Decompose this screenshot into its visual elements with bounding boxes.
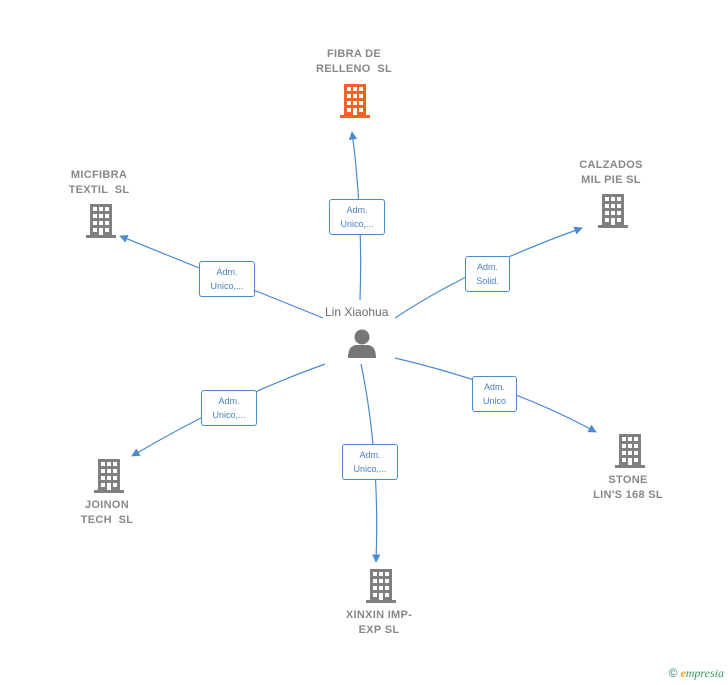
building-icon-joinon[interactable] bbox=[94, 459, 124, 493]
edge-role-line1: Adm. bbox=[218, 396, 240, 406]
company-label-stone[interactable]: STONE LIN'S 168 SL bbox=[593, 474, 663, 501]
edge-role-line1: Adm. bbox=[359, 450, 381, 460]
edge-role-xinxin[interactable]: Adm. Unico,... bbox=[342, 444, 398, 480]
edge-role-line1: Adm. bbox=[483, 382, 505, 392]
brand-footer[interactable]: © empresia bbox=[669, 666, 724, 681]
building-icon-xinxin[interactable] bbox=[366, 569, 396, 603]
company-label-joinon[interactable]: JOINON TECH SL bbox=[80, 499, 134, 526]
edge-role-line2: Unico bbox=[482, 396, 506, 406]
company-label-micfibra[interactable]: MICFIBRA TEXTIL SL bbox=[68, 169, 130, 196]
company-label-calzados[interactable]: CALZADOS MIL PIE SL bbox=[579, 159, 643, 186]
edge-role-micfibra[interactable]: Adm. Unico,... bbox=[199, 261, 255, 297]
edge-role-calzados[interactable]: Adm. Solid. bbox=[465, 256, 510, 292]
edge-role-line2: Unico,... bbox=[210, 281, 244, 291]
edge-role-joinon[interactable]: Adm. Unico,... bbox=[201, 390, 257, 426]
building-icon-calzados[interactable] bbox=[598, 194, 628, 228]
building-icon-micfibra[interactable] bbox=[86, 204, 116, 238]
edge-role-line1: Adm. bbox=[476, 262, 498, 272]
brand-logo-text: mpresia bbox=[685, 666, 724, 680]
center-person-name[interactable]: Lin Xiaohua bbox=[325, 305, 389, 319]
edge-role-line1: Adm. bbox=[216, 267, 238, 277]
edge-role-fibra[interactable]: Adm. Unico,... bbox=[329, 199, 385, 235]
edge-role-line1: Adm. bbox=[346, 205, 368, 215]
building-icon-stone[interactable] bbox=[615, 434, 645, 468]
edge-role-stone[interactable]: Adm. Unico bbox=[472, 376, 517, 412]
edge-role-line2: Unico,... bbox=[340, 219, 374, 229]
edge-role-line2: Solid. bbox=[476, 276, 499, 286]
company-label-fibra[interactable]: FIBRA DE RELLENO SL bbox=[315, 48, 393, 75]
copyright-icon: © bbox=[668, 666, 678, 680]
brand-logo-initial: e bbox=[680, 666, 686, 680]
company-label-xinxin[interactable]: XINXIN IMP- EXP SL bbox=[345, 609, 413, 636]
edge-role-line2: Unico,... bbox=[353, 464, 387, 474]
edge-role-line2: Unico,... bbox=[212, 410, 246, 420]
building-icon-fibra[interactable] bbox=[340, 84, 370, 118]
person-icon[interactable] bbox=[348, 329, 376, 359]
